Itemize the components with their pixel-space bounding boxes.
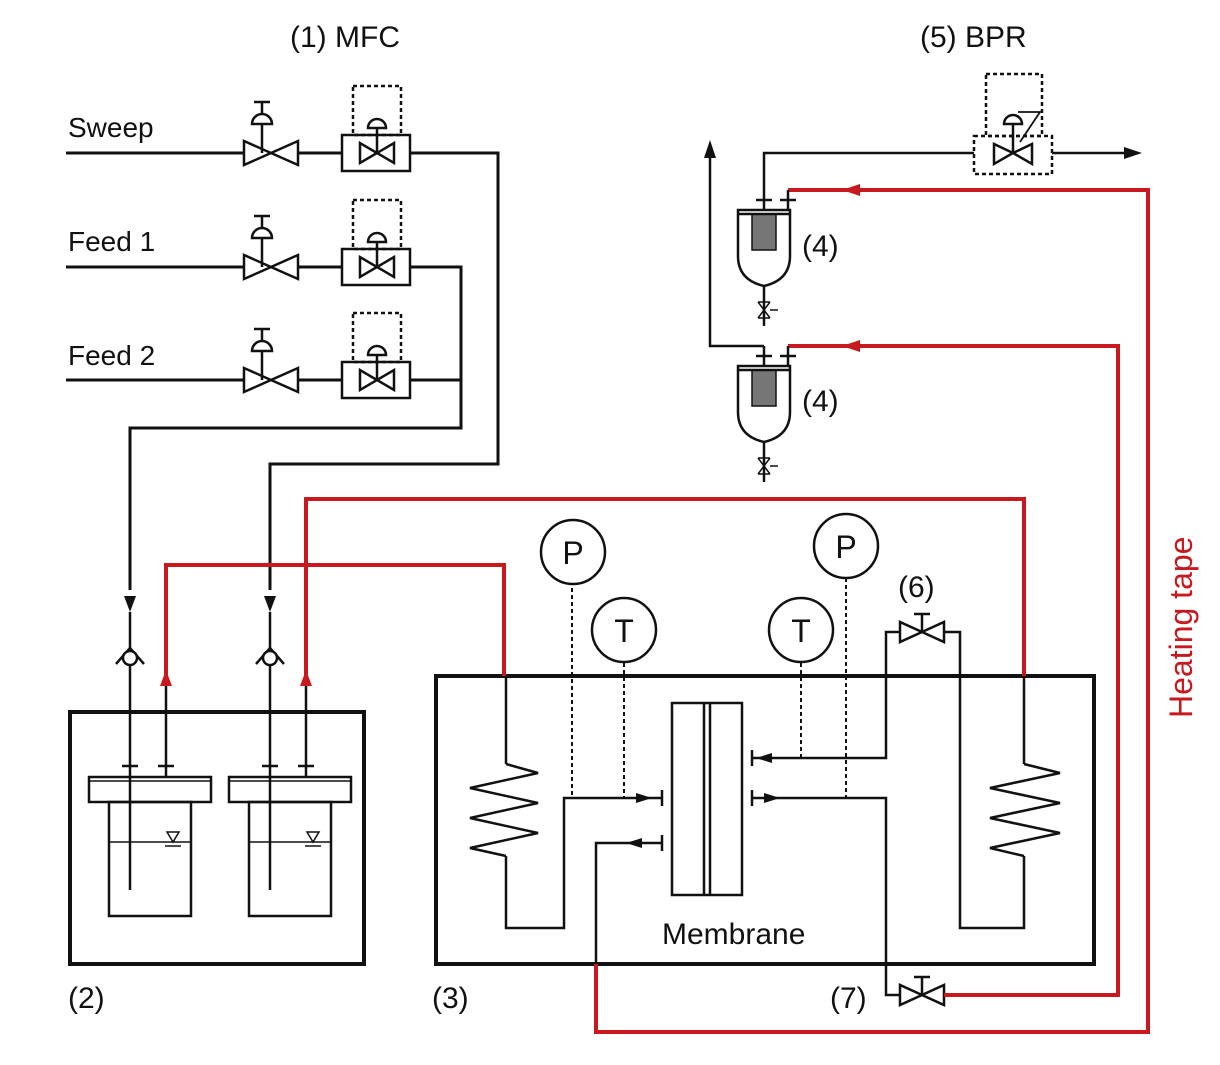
mfc-label: (1) MFC bbox=[290, 21, 400, 54]
feed2-label: Feed 2 bbox=[68, 340, 155, 371]
condenser-upper bbox=[736, 190, 796, 326]
vent-arrows bbox=[704, 140, 1142, 159]
heating-tape-arrows bbox=[160, 184, 860, 686]
oven-piping bbox=[469, 630, 1061, 1032]
mfc-feed1 bbox=[340, 198, 412, 287]
heating-tape-lines bbox=[164, 188, 1150, 1034]
flow-arrows bbox=[626, 753, 780, 848]
sensor-lines bbox=[571, 571, 847, 798]
condenser-lower-label: (4) bbox=[802, 385, 839, 418]
bpr-label: (5) BPR bbox=[920, 21, 1027, 54]
temperature-gauge-outlet: T bbox=[767, 596, 835, 664]
oven-box-label: (3) bbox=[432, 982, 469, 1015]
gas-lines bbox=[66, 151, 500, 590]
sweep-label: Sweep bbox=[68, 112, 154, 143]
saturator-box bbox=[68, 612, 366, 966]
pressure-gauge-inlet: P bbox=[539, 518, 607, 586]
temperature-gauge-inlet-label: T bbox=[614, 613, 634, 649]
hand-valve-sweep bbox=[242, 100, 300, 167]
valve6-label: (6) bbox=[898, 571, 935, 604]
check-valves bbox=[115, 646, 285, 667]
hand-valve-feed2 bbox=[242, 327, 300, 394]
mfc-feed2 bbox=[340, 311, 412, 400]
pressure-gauge-inlet-label: P bbox=[562, 535, 583, 571]
valve7-label: (7) bbox=[830, 982, 867, 1015]
inlet-arrows bbox=[124, 596, 276, 612]
oven-box bbox=[434, 674, 1096, 966]
hand-valve-feed1 bbox=[242, 214, 300, 281]
mfc-sweep bbox=[340, 84, 412, 173]
valve-7 bbox=[898, 975, 946, 1007]
pressure-gauge-outlet-label: P bbox=[835, 529, 856, 565]
membrane-module bbox=[670, 701, 744, 897]
valve-6 bbox=[898, 612, 946, 644]
temperature-gauge-inlet: T bbox=[590, 596, 658, 664]
saturator-box-label: (2) bbox=[68, 982, 105, 1015]
membrane-label: Membrane bbox=[662, 918, 805, 951]
condenser-lower bbox=[736, 346, 796, 482]
bpr-valve bbox=[972, 72, 1054, 176]
feed1-label: Feed 1 bbox=[68, 226, 155, 257]
pressure-gauge-outlet: P bbox=[812, 512, 880, 580]
condenser-upper-label: (4) bbox=[802, 230, 839, 263]
temperature-gauge-outlet-label: T bbox=[791, 613, 811, 649]
heating-tape-label: Heating tape bbox=[1163, 537, 1199, 718]
condenser-piping bbox=[708, 150, 1130, 348]
